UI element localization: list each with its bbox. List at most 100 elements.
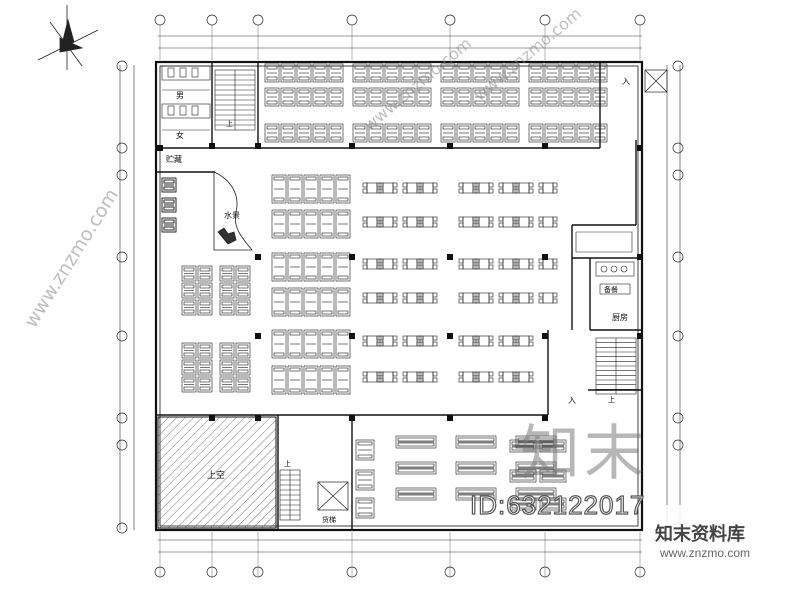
axis-bubble: [116, 439, 128, 451]
dimension-lines: [119, 35, 681, 553]
column: [542, 143, 548, 149]
booth: [181, 359, 197, 376]
column: [349, 333, 355, 339]
booth-back: [386, 100, 398, 105]
stair-south: [279, 469, 301, 521]
chair: [488, 292, 494, 298]
booth-back: [321, 176, 333, 181]
chair: [488, 216, 494, 222]
chair: [488, 222, 494, 228]
booth-back: [457, 494, 495, 499]
chair: [432, 182, 438, 188]
booth: [355, 439, 375, 461]
chair: [392, 182, 398, 188]
booth-back: [221, 378, 233, 383]
booth-back: [266, 76, 278, 81]
booth: [456, 63, 472, 83]
toilet-m-label: 男: [176, 91, 184, 100]
chair: [402, 182, 408, 188]
booth-back: [357, 512, 373, 517]
dining-table: [406, 371, 418, 383]
booth: [328, 123, 344, 143]
booth-back: [541, 471, 565, 476]
booth-back: [305, 352, 317, 357]
chair: [392, 341, 398, 347]
booth-back: [183, 309, 195, 314]
chair: [528, 222, 534, 228]
dining-table: [478, 335, 490, 347]
booth: [303, 174, 319, 204]
booth: [440, 87, 456, 107]
dining-table: [502, 182, 514, 194]
chair: [552, 264, 558, 270]
booth: [319, 174, 335, 204]
booth-back: [289, 176, 301, 181]
booth-back: [266, 65, 278, 70]
column: [349, 415, 355, 421]
booth: [456, 87, 472, 107]
booth-back: [506, 100, 518, 105]
booth-back: [337, 176, 349, 181]
booth: [181, 376, 197, 393]
booth-back: [386, 125, 398, 130]
chair: [418, 216, 424, 222]
booth-back: [266, 100, 278, 105]
booth-back: [199, 344, 211, 349]
booth: [296, 87, 312, 107]
booth-back: [330, 89, 342, 94]
dining-table: [518, 216, 530, 228]
booth-back: [517, 463, 555, 468]
chair: [514, 377, 520, 383]
column: [349, 143, 355, 149]
dining-table: [502, 258, 514, 270]
booth-back: [314, 136, 326, 141]
booth-back: [442, 100, 454, 105]
booth: [280, 63, 296, 83]
chair: [498, 264, 504, 270]
booth-back: [474, 125, 486, 130]
booth-back: [298, 125, 310, 130]
booth-back: [221, 309, 233, 314]
chair: [528, 188, 534, 194]
booth: [560, 63, 576, 83]
booth-back: [337, 352, 349, 357]
booth-back: [289, 211, 301, 216]
booth: [455, 487, 497, 501]
booth: [335, 287, 351, 317]
booth-back: [163, 226, 175, 231]
booth: [161, 217, 177, 233]
booth-back: [273, 254, 285, 259]
chair: [378, 182, 384, 188]
booth-back: [337, 211, 349, 216]
booth-back: [594, 136, 606, 141]
dining-table: [542, 216, 554, 228]
booth: [312, 63, 328, 83]
booth-back: [305, 275, 317, 280]
booth: [440, 63, 456, 83]
axis-bubble: [672, 439, 684, 451]
booth-back: [490, 100, 502, 105]
booth: [181, 282, 197, 299]
booth-back: [541, 499, 565, 504]
chair: [402, 222, 408, 228]
chair: [514, 335, 520, 341]
axis-bubble: [116, 412, 128, 424]
chair: [418, 188, 424, 194]
booth-back: [546, 100, 558, 105]
column: [157, 145, 163, 151]
chair: [362, 298, 368, 304]
booth: [181, 265, 197, 282]
booth: [528, 123, 544, 143]
booth-back: [562, 76, 574, 81]
chair: [432, 377, 438, 383]
booth-back: [163, 219, 175, 224]
dining-table: [422, 258, 434, 270]
booth: [592, 63, 608, 83]
booth: [440, 123, 456, 143]
booth-back: [305, 289, 317, 294]
chair: [458, 216, 464, 222]
chair: [498, 216, 504, 222]
booth-back: [237, 352, 249, 357]
booth: [384, 87, 400, 107]
booth: [280, 87, 296, 107]
